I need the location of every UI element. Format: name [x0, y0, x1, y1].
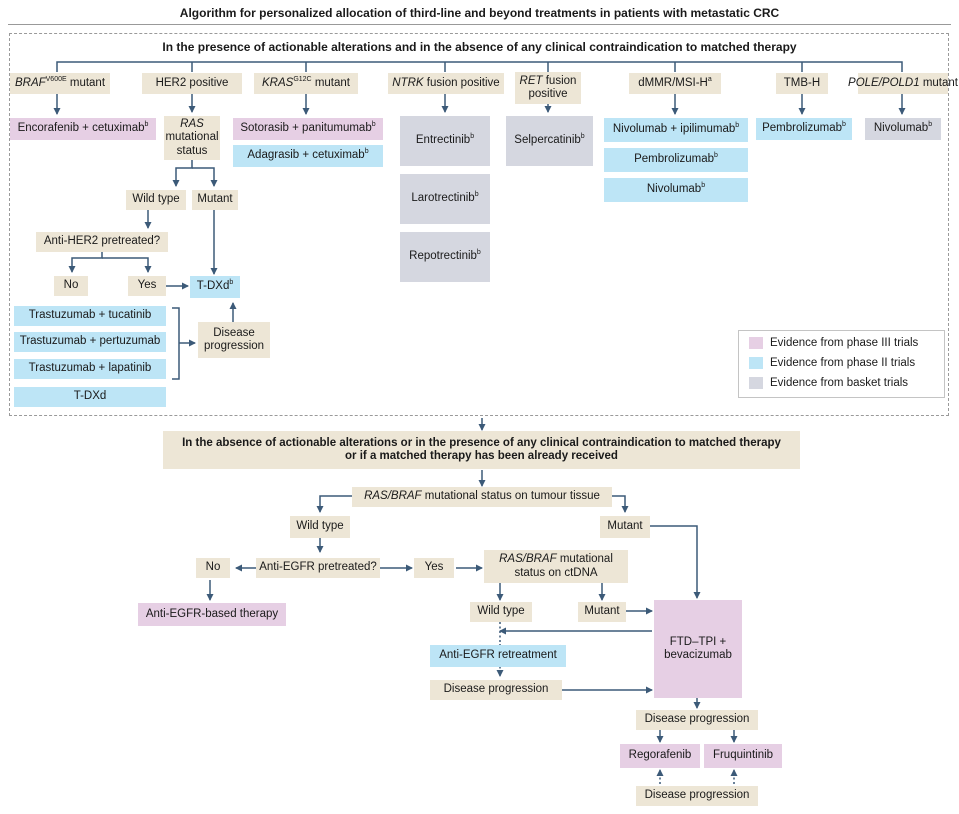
her2-wild-type-node: Wild type — [126, 190, 186, 210]
entrectinib-box: Entrectinibb — [400, 116, 490, 166]
repotrectinib-box: Repotrectinibb — [400, 232, 490, 282]
ntrk-fusion-positive-label: NTRK fusion positive — [388, 73, 504, 94]
final-disease-progression-node: Disease progression — [636, 786, 758, 806]
regorafenib-box: Regorafenib — [620, 744, 700, 768]
fruquintinib-box: Fruquintinib — [704, 744, 782, 768]
larotrectinib-box: Larotrectinibb — [400, 174, 490, 224]
legend-item-phase3: Evidence from phase III trials — [749, 337, 918, 349]
pembrolizumab-msi-box: Pembrolizumabb — [604, 148, 748, 172]
t-dxd-box: T-DXdb — [190, 276, 240, 298]
anti-egfr-retreatment-box: Anti-EGFR retreatment — [430, 645, 566, 667]
nivolumab-ipilimumab-box: Nivolumab + ipilimumabb — [604, 118, 748, 142]
tmb-h-label: TMB-H — [776, 73, 828, 94]
nivolumab-msi-box: Nivolumabb — [604, 178, 748, 202]
dmmr-msi-h-label: dMMR/MSI-Ha — [629, 73, 721, 94]
trastuzumab-tucatinib-box: Trastuzumab + tucatinib — [14, 306, 166, 326]
matched-therapy-section — [9, 33, 949, 416]
ctdna-wild-type-node: Wild type — [470, 602, 532, 622]
ras-braf-tissue-node: RAS/BRAF mutational status on tumour tis… — [352, 487, 612, 507]
lower-disease-progression-node: Disease progression — [430, 680, 562, 700]
title-rule — [8, 24, 951, 25]
nivolumab-pole-box: Nivolumabb — [865, 118, 941, 140]
ftd-tpi-bevacizumab-box: FTD–TPI +bevacizumab — [654, 600, 742, 698]
trastuzumab-pertuzumab-box: Trastuzumab + pertuzumab — [14, 332, 166, 352]
legend-swatch-basket — [749, 377, 763, 389]
egfr-yes-node: Yes — [414, 558, 454, 578]
evidence-legend: Evidence from phase III trials Evidence … — [738, 330, 945, 398]
anti-egfr-pretreated-node: Anti-EGFR pretreated? — [256, 558, 380, 578]
legend-item-basket: Evidence from basket trials — [749, 377, 908, 389]
adagrasib-cetuximab-box: Adagrasib + cetuximabb — [233, 145, 383, 167]
anti-her2-pretreated-node: Anti-HER2 pretreated? — [36, 232, 168, 252]
her2-yes-node: Yes — [128, 276, 166, 296]
legend-swatch-phase2 — [749, 357, 763, 369]
encorafenib-cetuximab-box: Encorafenib + cetuximabb — [10, 118, 156, 140]
pembrolizumab-tmb-box: Pembrolizumabb — [756, 118, 852, 140]
selpercatinib-box: Selpercatinibb — [506, 116, 593, 166]
ctdna-mutant-node: Mutant — [578, 602, 626, 622]
her2-no-node: No — [54, 276, 88, 296]
kras-g12c-mutant-label: KRASG12C mutant — [254, 73, 358, 94]
legend-item-phase2: Evidence from phase II trials — [749, 357, 915, 369]
pole-pold1-mutant-label: POLE/POLD1 mutant — [848, 73, 958, 94]
egfr-no-node: No — [196, 558, 230, 578]
tissue-mutant-node: Mutant — [600, 516, 650, 538]
her2-mutant-node: Mutant — [192, 190, 238, 210]
trastuzumab-lapatinib-box: Trastuzumab + lapatinib — [14, 359, 166, 379]
braf-v600e-mutant-label: BRAFV600E mutant — [10, 73, 110, 94]
section2-header: In the absence of actionable alterations… — [163, 431, 800, 469]
ftd-disease-progression-node: Disease progression — [636, 710, 758, 730]
anti-egfr-based-therapy-box: Anti-EGFR-based therapy — [138, 603, 286, 626]
sotorasib-panitumumab-box: Sotorasib + panitumumabb — [233, 118, 383, 140]
tissue-wild-type-node: Wild type — [290, 516, 350, 538]
her2-positive-label: HER2 positive — [142, 73, 242, 94]
section1-header: In the presence of actionable alteration… — [162, 40, 797, 54]
diagram-title: Algorithm for personalized allocation of… — [179, 6, 780, 20]
legend-swatch-phase3 — [749, 337, 763, 349]
t-dxd-second-box: T-DXd — [14, 387, 166, 407]
